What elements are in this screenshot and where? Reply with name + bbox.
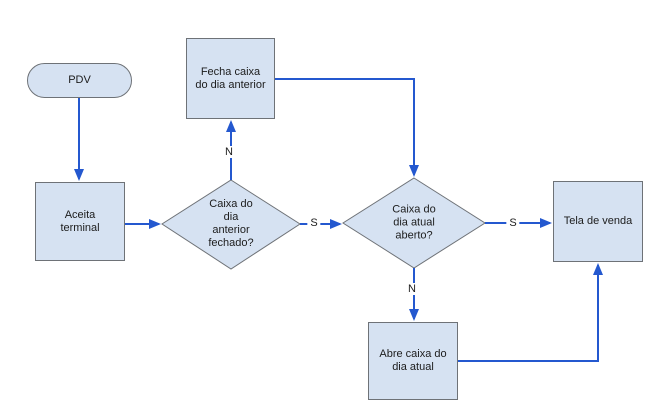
node-abre-caixa: Abre caixa do dia atual — [368, 322, 458, 400]
edge-fecha-caixa-to-decisao-atual — [275, 78, 419, 177]
node-pdv-label: PDV — [68, 74, 91, 86]
edge-label-n-fecha-caixa: N — [222, 146, 236, 158]
node-abre-caixa-label: Abre caixa do dia atual — [379, 348, 447, 373]
node-aceita-terminal: Aceita terminal — [35, 182, 125, 261]
decision-diamond-dia-atual — [342, 177, 486, 269]
node-aceita-terminal-label: Aceita terminal — [60, 208, 100, 234]
node-tela-venda: Tela de venda — [553, 181, 643, 262]
decision-diamond-dia-anterior — [161, 179, 301, 270]
edge-label-n-abre-caixa: N — [405, 283, 419, 295]
node-fecha-caixa: Fecha caixa do dia anterior — [186, 38, 275, 119]
node-fecha-caixa-label: Fecha caixa do dia anterior — [195, 65, 266, 91]
node-tela-venda-label: Tela de venda — [563, 215, 633, 227]
edge-abre-caixa-to-tela-venda — [458, 263, 603, 362]
node-pdv: PDV — [27, 63, 132, 98]
edge-label-s-anterior-fechado: S — [307, 217, 321, 229]
edge-label-s-atual-aberto: S — [506, 217, 520, 229]
